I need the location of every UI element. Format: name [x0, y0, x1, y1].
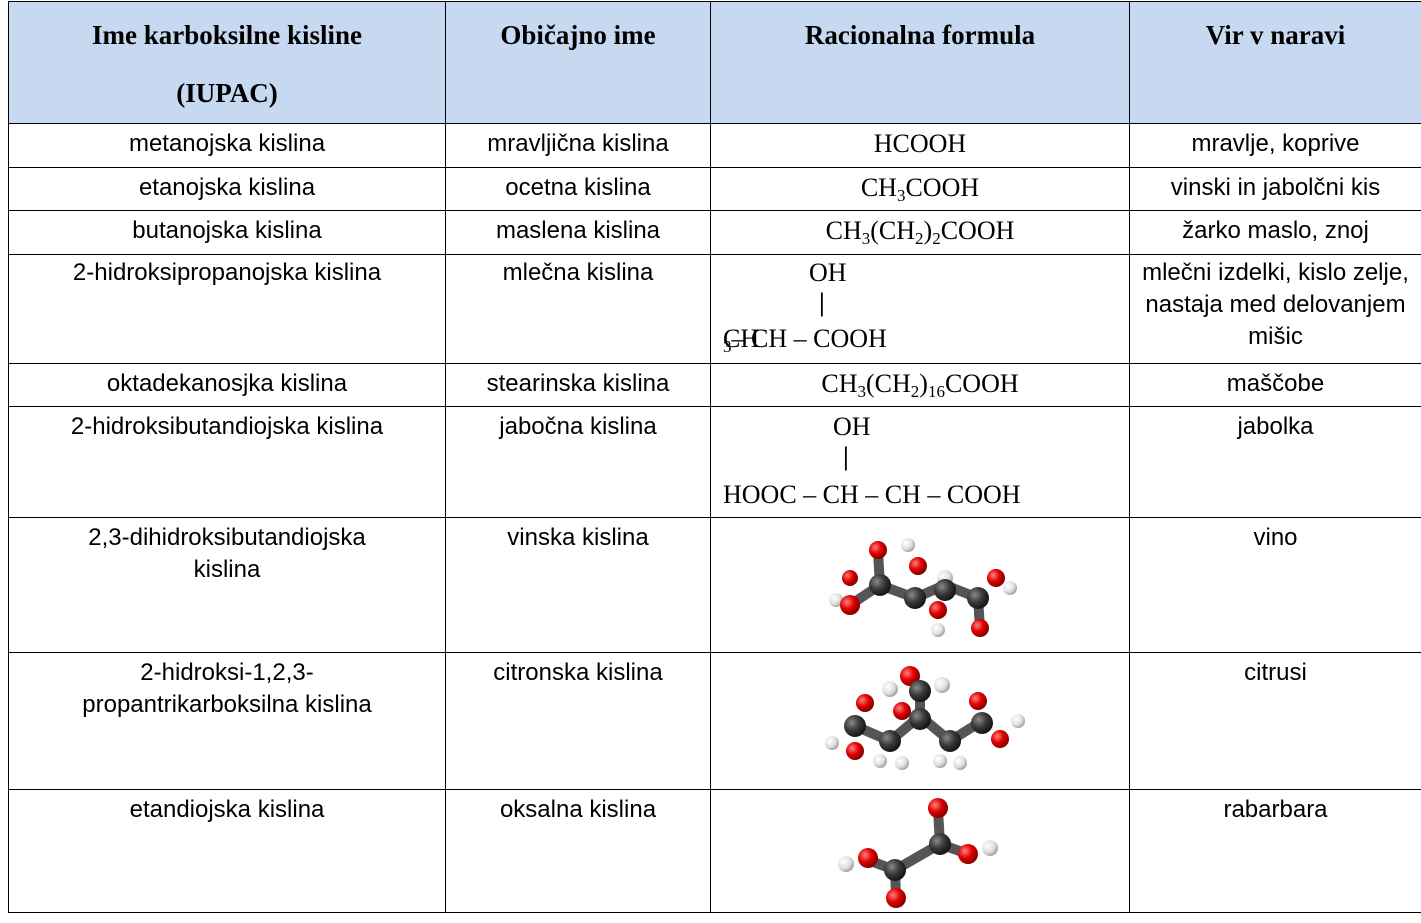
- citric-acid-molecule-icon: [825, 666, 1025, 770]
- formula-part: CH: [825, 216, 862, 245]
- cell-iupac: butanojska kislina: [8, 210, 446, 255]
- formula-bond: |: [843, 442, 849, 471]
- cell-formula: HCOOH: [710, 123, 1130, 168]
- cell-common: mravljična kislina: [445, 123, 711, 168]
- cell-common: citronska kislina: [445, 652, 711, 790]
- carboxylic-acids-table: Ime karboksilne kisline (IUPAC) Običajno…: [8, 1, 1421, 913]
- table-row: 2,3-dihidroksibutandiojska kislina vinsk…: [8, 517, 1421, 653]
- cell-common: vinska kislina: [445, 517, 711, 653]
- cell-iupac-text: 2-hidroksi-1,2,3-propantrikarboksilna ki…: [82, 659, 372, 718]
- formula-part: COOH: [940, 216, 1015, 245]
- formula-part: (CH: [870, 216, 916, 245]
- cell-source: vino: [1129, 517, 1421, 653]
- cell-formula: [710, 517, 1130, 653]
- cell-source: žarko maslo, znoj: [1129, 210, 1421, 255]
- header-source: Vir v naravi: [1129, 1, 1421, 124]
- cell-source: mravlje, koprive: [1129, 123, 1421, 168]
- header-iupac: Ime karboksilne kisline (IUPAC): [8, 1, 446, 124]
- formula-part: COOH: [944, 369, 1019, 398]
- cell-source: rabarbara: [1129, 789, 1421, 913]
- cell-iupac: 2,3-dihidroksibutandiojska kislina: [8, 517, 446, 653]
- formula-part: – CH – COOH: [731, 324, 887, 353]
- cell-formula: CH3COOH: [710, 167, 1130, 211]
- table-row: oktadekanosjka kislina stearinska kislin…: [8, 363, 1421, 407]
- cell-source: citrusi: [1129, 652, 1421, 790]
- formula-subscript: 2: [910, 382, 920, 401]
- table-row: 2-hidroksipropanojska kislina mlečna kis…: [8, 254, 1421, 364]
- tartaric-acid-molecule-icon: [829, 538, 1017, 637]
- cell-common: ocetna kislina: [445, 167, 711, 211]
- formula-subscript: 2: [932, 229, 941, 248]
- cell-iupac: 2-hidroksi-1,2,3-propantrikarboksilna ki…: [8, 652, 446, 790]
- oxalic-acid-molecule-icon: [838, 798, 998, 908]
- formula-part: ): [923, 216, 933, 245]
- table-row: 2-hidroksibutandiojska kislina jabočna k…: [8, 406, 1421, 518]
- cell-source: maščobe: [1129, 363, 1421, 407]
- formula-subscript: 2: [915, 229, 924, 248]
- table-row: butanojska kislina maslena kislina CH3(C…: [8, 210, 1421, 255]
- cell-iupac-text: 2,3-dihidroksibutandiojska kislina: [88, 524, 366, 583]
- cell-source: vinski in jabolčni kis: [1129, 167, 1421, 211]
- formula-part: CH: [860, 173, 897, 202]
- formula-subscript: 3: [723, 337, 732, 356]
- cell-iupac: 2-hidroksibutandiojska kislina: [8, 406, 446, 518]
- cell-formula: [710, 652, 1130, 790]
- cell-formula: CH3(CH2)2COOH: [710, 210, 1130, 255]
- cell-iupac: etandiojska kislina: [8, 789, 446, 913]
- table-row: metanojska kislina mravljična kislina HC…: [8, 123, 1421, 168]
- cell-source: jabolka: [1129, 406, 1421, 518]
- header-formula: Racionalna formula: [710, 1, 1130, 124]
- malic-acid-formula: OH | HOOC – CH – CH – COOH: [711, 407, 1129, 517]
- cell-source: mlečni izdelki, kislo zelje, nastaja med…: [1129, 254, 1421, 364]
- cell-common: mlečna kislina: [445, 254, 711, 364]
- formula-part: CH: [821, 369, 858, 398]
- formula-subscript: 3: [857, 382, 867, 401]
- formula-subscript: 16: [927, 382, 945, 401]
- formula-part: (CH: [866, 369, 911, 398]
- table-row: etandiojska kislina oksalna kislina raba…: [8, 789, 1421, 913]
- formula-subscript: 3: [861, 229, 871, 248]
- cell-common: jabočna kislina: [445, 406, 711, 518]
- formula-part: COOH: [905, 173, 980, 202]
- cell-iupac: oktadekanosjka kislina: [8, 363, 446, 407]
- cell-formula: [710, 789, 1130, 913]
- cell-common: stearinska kislina: [445, 363, 711, 407]
- formula-main: HOOC – CH – CH – COOH: [723, 480, 1021, 509]
- table-row: 2-hidroksi-1,2,3-propantrikarboksilna ki…: [8, 652, 1421, 790]
- header-row: Ime karboksilne kisline (IUPAC) Običajno…: [8, 1, 1421, 124]
- formula-oh: OH: [833, 412, 871, 441]
- cell-formula: OH | HOOC – CH – CH – COOH: [710, 406, 1130, 518]
- formula-bond: |: [819, 288, 825, 317]
- table-row: etanojska kislina ocetna kislina CH3COOH…: [8, 167, 1421, 211]
- formula-subscript: 3: [896, 186, 906, 205]
- formula-part: ): [919, 369, 928, 398]
- formula-part: CH: [723, 324, 760, 353]
- header-common-name: Običajno ime: [445, 1, 711, 124]
- cell-iupac: 2-hidroksipropanojska kislina: [8, 254, 446, 364]
- cell-formula: CH3(CH2)16COOH: [710, 363, 1130, 407]
- formula-oh: OH: [809, 258, 847, 287]
- cell-iupac: metanojska kislina: [8, 123, 446, 168]
- cell-common: maslena kislina: [445, 210, 711, 255]
- cell-iupac: etanojska kislina: [8, 167, 446, 211]
- cell-common: oksalna kislina: [445, 789, 711, 913]
